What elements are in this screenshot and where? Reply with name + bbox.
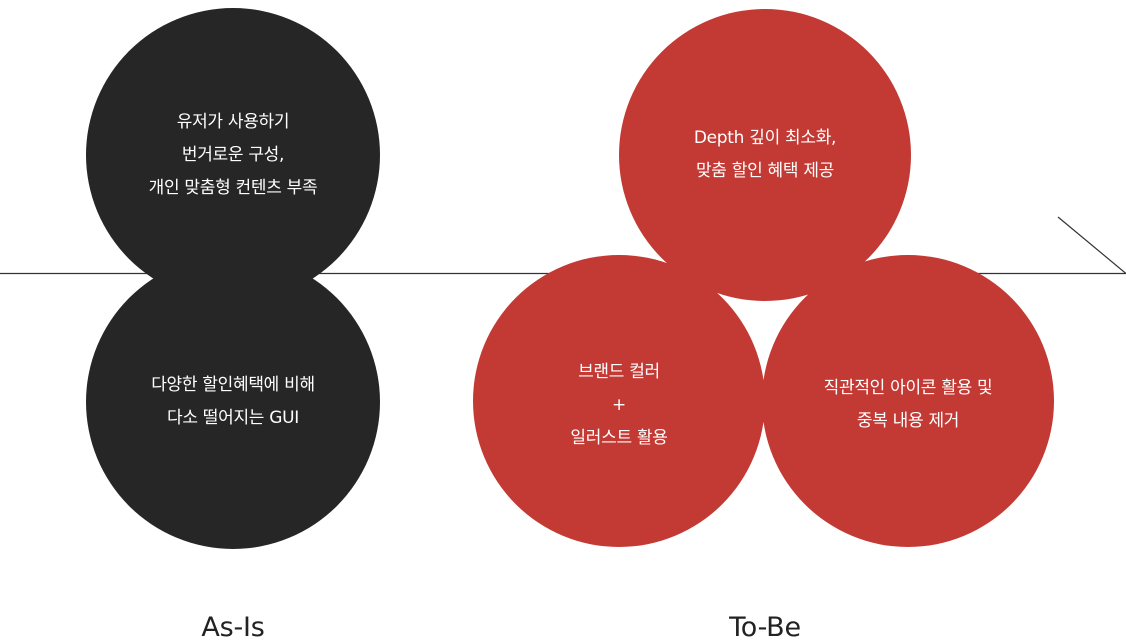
- as-is-circle-2-text: 다양한 할인혜택에 비해 다소 떨어지는 GUI: [151, 369, 315, 435]
- text-line: +: [612, 394, 626, 415]
- to-be-circle-2-text: 브랜드 컬러 + 일러스트 활용: [570, 356, 667, 455]
- text-line: 개인 맞춤형 컨텐츠 부족: [148, 177, 318, 198]
- to-be-circle-3-text: 직관적인 아이콘 활용 및 중복 내용 제거: [824, 372, 993, 438]
- as-is-circle-2: 다양한 할인혜택에 비해 다소 떨어지는 GUI: [86, 255, 380, 549]
- text-line: 맞춤 할인 혜택 제공: [695, 161, 835, 181]
- text-line: 중복 내용 제거: [856, 411, 960, 431]
- to-be-circle-3: 직관적인 아이콘 활용 및 중복 내용 제거: [762, 255, 1054, 547]
- text-line: 유저가 사용하기: [176, 111, 290, 132]
- as-is-label: As-Is: [201, 612, 265, 640]
- to-be-label: To-Be: [729, 612, 801, 640]
- as-is-circle-1-text: 유저가 사용하기 번거로운 구성, 개인 맞춤형 컨텐츠 부족: [149, 106, 318, 205]
- text-line: 다소 떨어지는 GUI: [167, 408, 299, 428]
- text-line: 브랜드 컬러: [578, 361, 660, 382]
- to-be-circle-1: Depth 깊이 최소화, 맞춤 할인 혜택 제공: [619, 9, 911, 301]
- to-be-circle-2: 브랜드 컬러 + 일러스트 활용: [473, 255, 765, 547]
- text-line: Depth 깊이 최소화,: [693, 128, 837, 148]
- text-line: 일러스트 활용: [570, 427, 668, 448]
- text-line: 직관적인 아이콘 활용 및: [823, 378, 993, 398]
- text-line: 다양한 할인혜택에 비해: [151, 375, 315, 395]
- as-is-circle-1: 유저가 사용하기 번거로운 구성, 개인 맞춤형 컨텐츠 부족: [86, 8, 380, 302]
- arrow-head: [1057, 216, 1126, 274]
- to-be-circle-1-text: Depth 깊이 최소화, 맞춤 할인 혜택 제공: [693, 122, 837, 188]
- text-line: 번거로운 구성,: [181, 144, 285, 165]
